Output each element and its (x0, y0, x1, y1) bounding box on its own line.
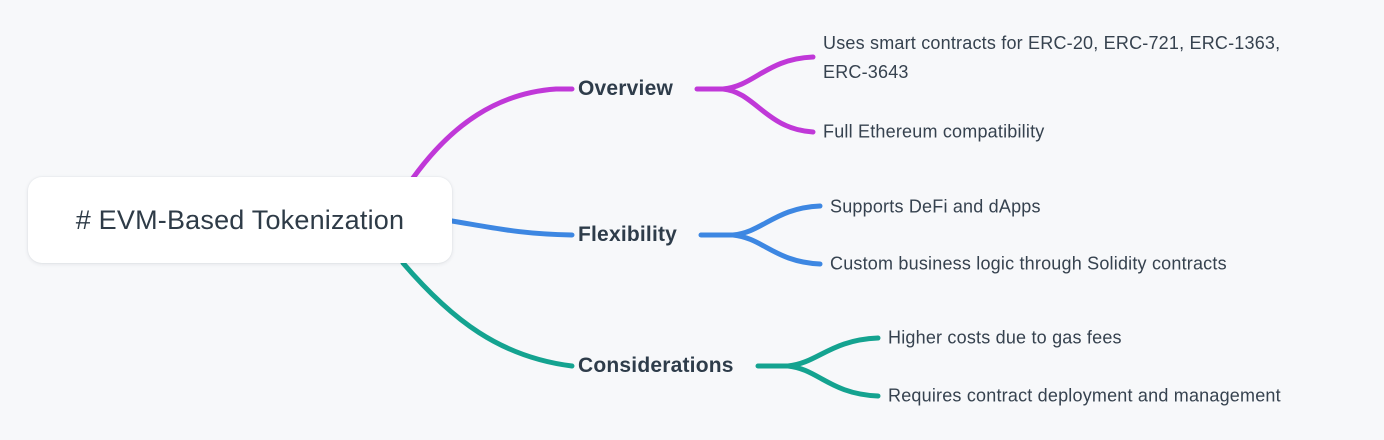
edge-root-considerations (400, 260, 575, 369)
leaf-node-considerations-gas-fees[interactable]: Higher costs due to gas fees (888, 327, 1122, 348)
edge-considerations-child-1 (785, 335, 881, 369)
branch-node-overview[interactable]: Overview (578, 77, 673, 100)
branch-node-considerations[interactable]: Considerations (578, 354, 734, 377)
leaf-node-considerations-deployment[interactable]: Requires contract deployment and managem… (888, 385, 1281, 406)
edge-overview-child-1 (720, 54, 816, 92)
leaf-node-overview-compatibility[interactable]: Full Ethereum compatibility (823, 121, 1045, 142)
leaf-node-flexibility-solidity[interactable]: Custom business logic through Solidity c… (830, 253, 1227, 274)
branch-node-flexibility[interactable]: Flexibility (578, 223, 678, 246)
mindmap-root-node[interactable]: # EVM-Based Tokenization (28, 177, 452, 263)
leaf-node-overview-smart-contracts[interactable]: Uses smart contracts for ERC-20, ERC-721… (823, 33, 1281, 82)
edge-flexibility-child-2 (730, 232, 823, 267)
edge-root-flexibility (449, 218, 575, 238)
edge-root-overview (410, 86, 575, 181)
edge-overview-child-2 (720, 86, 816, 135)
leaf-node-flexibility-defi[interactable]: Supports DeFi and dApps (830, 196, 1041, 217)
edge-considerations-child-2 (785, 363, 881, 399)
edge-flexibility-child-1 (730, 203, 823, 238)
root-node-label: # EVM-Based Tokenization (75, 204, 405, 235)
